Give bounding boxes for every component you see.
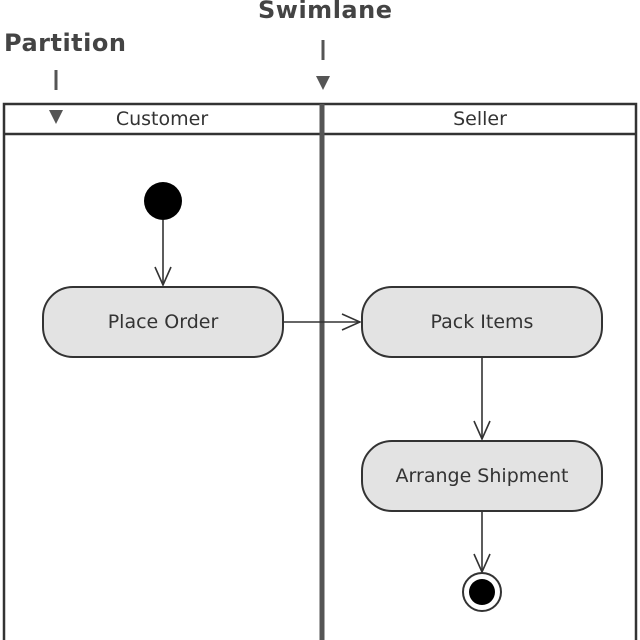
swimlane-pointer: [316, 40, 330, 90]
action-place-order: [42, 286, 284, 358]
lane-header-customer: Customer: [115, 108, 209, 130]
lane-header-seller: Seller: [453, 108, 507, 130]
swimlane-callout: Swimlane: [258, 0, 393, 24]
initial-node: [144, 182, 182, 220]
action-arrange-shipment: [361, 440, 603, 512]
partition-callout: Partition: [4, 29, 127, 57]
action-pack-items: [361, 286, 603, 358]
final-node: [462, 572, 502, 612]
partition-pointer: [49, 70, 63, 124]
